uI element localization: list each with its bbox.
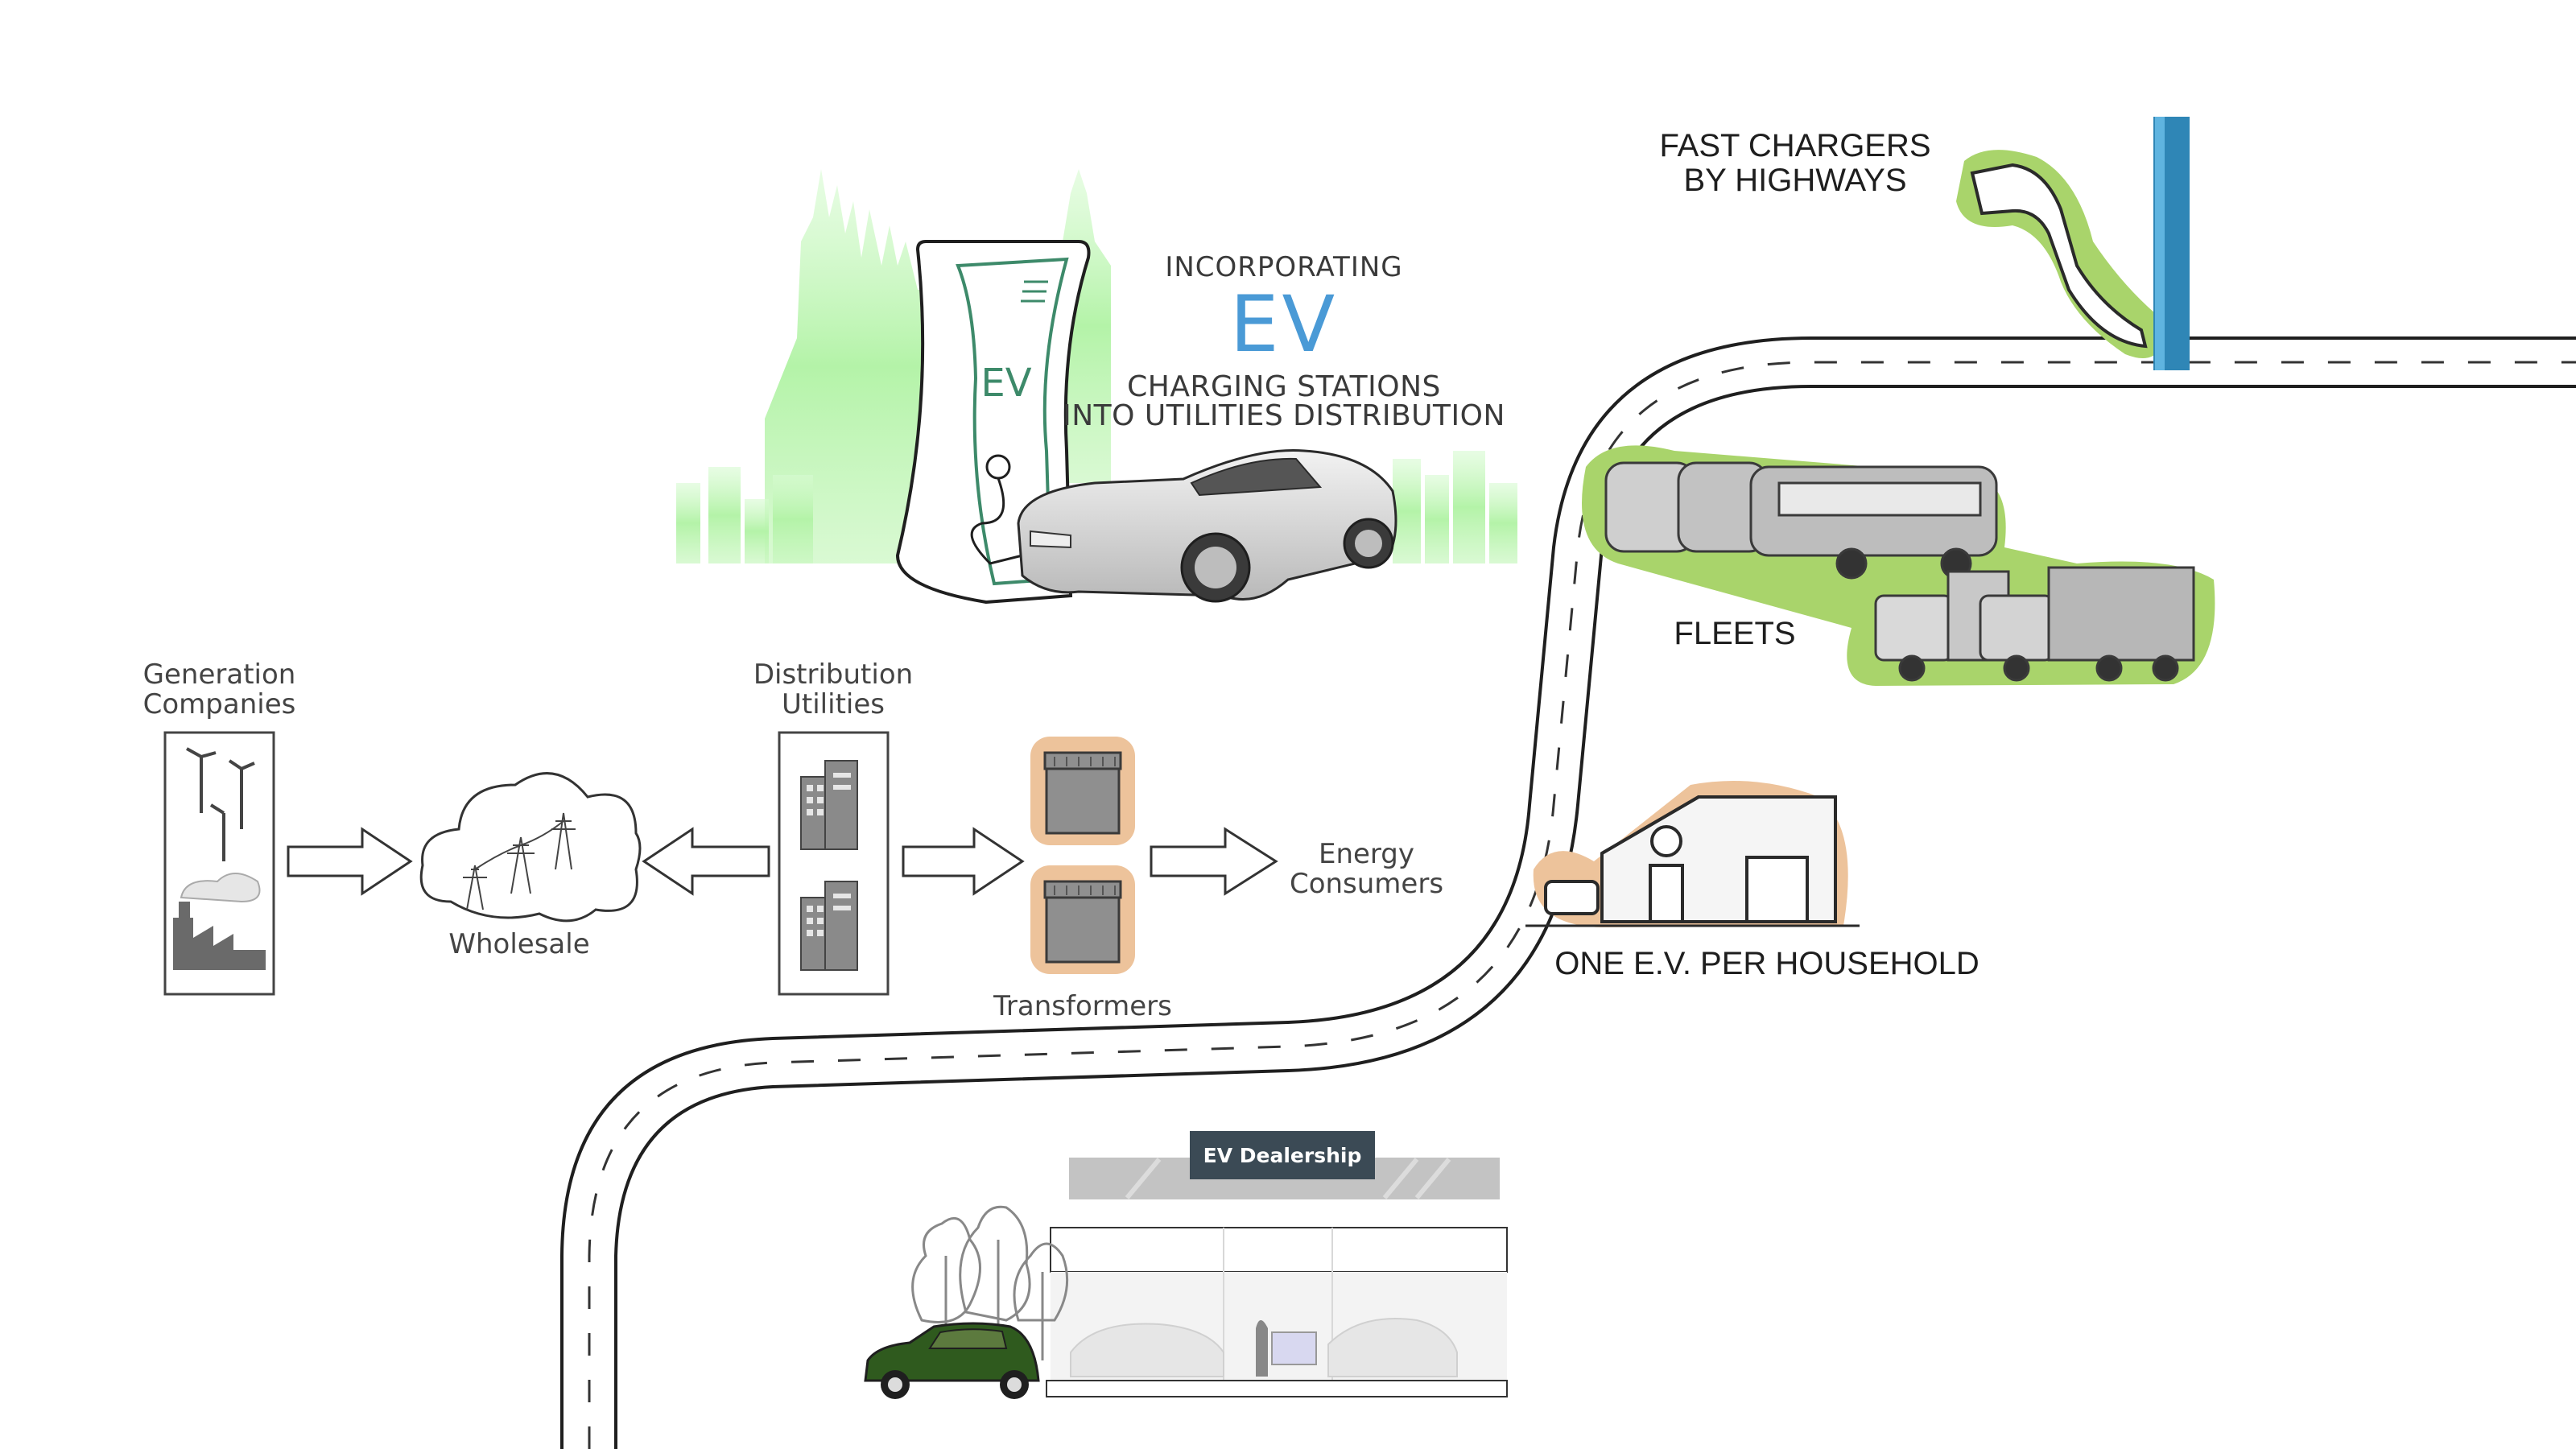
generation-label-line1: Generation (142, 658, 296, 691)
fast-chargers-line2: BY HIGHWAYS (1683, 163, 1907, 199)
bus-group (1604, 461, 1998, 580)
dealership-sign: EV Dealership (1190, 1131, 1375, 1179)
title-incorporating: INCORPORATING (1165, 251, 1403, 283)
fast-chargers-line1: FAST CHARGERS (1659, 128, 1931, 163)
fast-charger-plug (1956, 117, 2190, 370)
consumers-label-line1: Energy (1318, 838, 1415, 870)
label-wholesale: Wholesale (448, 928, 590, 960)
arrow-transformers-to-consumers (1150, 827, 1278, 896)
title-utilities-distribution: INTO UTILITIES DISTRIBUTION (1063, 399, 1505, 432)
silver-car (1017, 448, 1397, 603)
transformers (1030, 737, 1135, 974)
household (1525, 781, 1860, 927)
dealership (864, 1158, 1508, 1399)
title-ev: EV (1229, 279, 1339, 369)
label-fast-chargers: FAST CHARGERS BY HIGHWAYS (1634, 128, 1956, 199)
generation-label-line2: Companies (142, 688, 296, 721)
arrow-generation-to-wholesale (287, 827, 413, 896)
dealership-car (864, 1322, 1040, 1399)
label-energy-consumers: Energy Consumers (1268, 838, 1465, 901)
distribution-label-line2: Utilities (782, 688, 885, 721)
fleet-vehicles (1582, 445, 2215, 686)
charger-ev-label: EV (980, 361, 1032, 406)
title-charging-stations: CHARGING STATIONS (1127, 370, 1441, 403)
wholesale-cloud (419, 772, 642, 923)
label-distribution-utilities: Distribution Utilities (733, 658, 934, 721)
distribution-box (778, 731, 890, 996)
truck-group (1874, 566, 2195, 682)
label-household: ONE E.V. PER HOUSEHOLD (1554, 946, 1979, 981)
distribution-label-line1: Distribution (753, 658, 914, 691)
label-fleets: FLEETS (1674, 616, 1796, 651)
generation-box (163, 731, 275, 996)
label-transformers: Transformers (993, 990, 1172, 1022)
arrow-distribution-to-transformers (902, 827, 1025, 896)
consumers-label-line2: Consumers (1289, 868, 1444, 901)
label-generation-companies: Generation Companies (121, 658, 318, 721)
arrow-distribution-to-wholesale (642, 827, 770, 896)
road (560, 336, 2576, 1449)
